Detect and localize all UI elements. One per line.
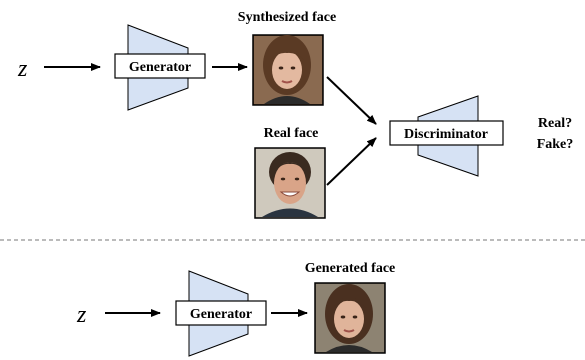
generated-face-caption: Generated face xyxy=(305,261,396,276)
generator-label-box-top xyxy=(114,53,206,79)
generator-label-top: Generator xyxy=(129,60,191,75)
generated-face-image xyxy=(314,282,386,354)
generator-label-bottom: Generator xyxy=(190,307,252,322)
real-face-image xyxy=(254,147,326,219)
synth-face-caption: Synthesized face xyxy=(238,10,336,25)
real-face-caption: Real face xyxy=(264,126,319,141)
output-fake-label: Fake? xyxy=(537,137,574,152)
arrow-synth-to-discriminator xyxy=(326,76,377,125)
generator-label-box-bottom xyxy=(175,300,267,326)
latent-z-top: z xyxy=(17,56,28,82)
discriminator-label: Discriminator xyxy=(404,127,488,142)
arrow-real-to-discriminator xyxy=(326,137,377,186)
discriminator-label-box xyxy=(389,120,504,146)
synth-face-image xyxy=(252,34,324,106)
output-real-label: Real? xyxy=(538,116,572,131)
latent-z-bottom: z xyxy=(76,302,87,328)
